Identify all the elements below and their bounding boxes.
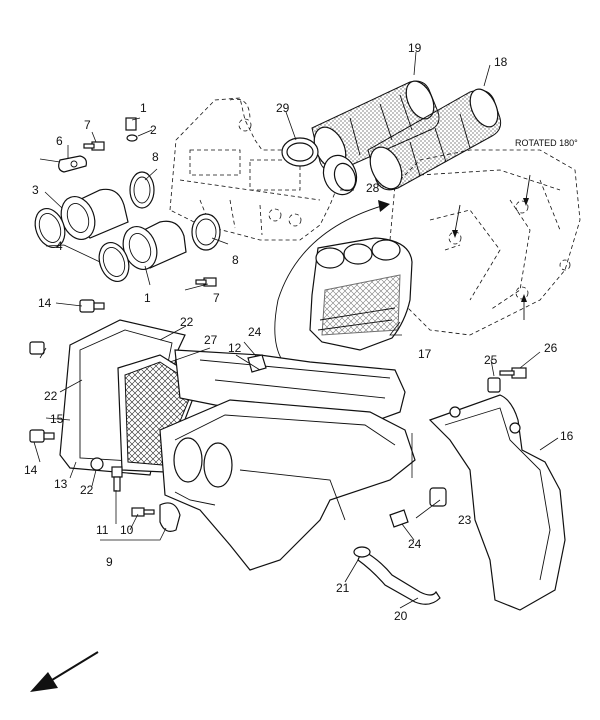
callout-2: 3 xyxy=(32,183,39,197)
callout-24-lower: 24 xyxy=(408,537,422,551)
clamp-29 xyxy=(281,137,319,167)
rotated-note: ROTATED 180° xyxy=(515,138,578,148)
callout-17: 17 xyxy=(418,347,432,361)
callout-8-lower: 8 xyxy=(232,253,239,267)
callout-12: 12 xyxy=(228,341,242,355)
bolt-11 xyxy=(111,466,123,492)
callout-9: 9 xyxy=(106,555,113,569)
bolt-10 xyxy=(131,507,155,517)
washer-5 xyxy=(126,134,138,142)
callout-14-lower: 14 xyxy=(24,463,38,477)
callout-13: 13 xyxy=(54,477,68,491)
callout-4: 1 xyxy=(140,101,147,115)
callout-19: 19 xyxy=(408,41,422,55)
callout-8-upper: 8 xyxy=(152,150,159,164)
bolt-26 xyxy=(499,367,527,379)
grommet-24-lower xyxy=(389,509,409,528)
callout-16: 16 xyxy=(560,429,574,443)
callout-28: 28 xyxy=(366,181,380,195)
o-ring-22-lower xyxy=(90,457,104,471)
cap-4 xyxy=(125,117,137,131)
o-ring-3-upper xyxy=(34,208,66,248)
callout-5: 2 xyxy=(150,123,157,137)
callout-24-upper: 24 xyxy=(248,325,262,339)
grommet-24-upper xyxy=(247,354,267,373)
callout-18: 18 xyxy=(494,55,508,69)
connector-arrow-28 xyxy=(274,200,390,361)
callout-21: 21 xyxy=(336,581,350,595)
frame-arrows xyxy=(452,174,531,320)
callout-27: 27 xyxy=(204,333,218,347)
bracket-6 xyxy=(58,155,87,173)
engine-outline xyxy=(169,97,341,241)
bolt-7-lower xyxy=(195,277,217,287)
callout-7-lower: 7 xyxy=(213,291,220,305)
hose-20 xyxy=(357,549,441,605)
callout-3: 4 xyxy=(56,239,63,253)
grommet-22-left xyxy=(29,341,45,355)
callout-10: 10 xyxy=(120,523,134,537)
callout-23: 23 xyxy=(458,513,472,527)
orientation-arrow-icon xyxy=(30,651,99,692)
cover-16 xyxy=(428,394,566,611)
clamp-28-pair xyxy=(322,154,358,196)
callout-25: 25 xyxy=(484,353,498,367)
callout-14-upper: 14 xyxy=(38,296,52,310)
callout-29: 29 xyxy=(276,101,290,115)
frame-outline xyxy=(389,149,581,336)
airbox-body xyxy=(159,349,416,571)
callout-6: 6 xyxy=(56,134,63,148)
bolt-14-upper xyxy=(79,299,105,313)
callout-22-lower: 22 xyxy=(80,483,94,497)
grommet-23 xyxy=(429,487,447,507)
clip-21 xyxy=(353,546,371,558)
intake-duct-18 xyxy=(367,88,502,191)
callout-11: 11 xyxy=(96,523,109,537)
o-ring-3-lower xyxy=(98,242,130,282)
callout-1: 1 xyxy=(144,291,151,305)
callout-7-upper: 7 xyxy=(84,118,91,132)
bolt-14-lower xyxy=(29,429,55,443)
collar-25 xyxy=(487,377,501,393)
clamp-8-upper xyxy=(129,171,155,209)
leader-lines xyxy=(33,51,559,609)
bolt-7-upper xyxy=(83,141,105,151)
joint-2 xyxy=(60,188,129,240)
callout-20: 20 xyxy=(394,609,408,623)
callout-15: 15 xyxy=(50,412,64,426)
callout-26: 26 xyxy=(544,341,558,355)
manifold-17 xyxy=(309,237,413,351)
callout-22-upper: 22 xyxy=(180,315,194,329)
clamp-8-lower xyxy=(191,213,221,251)
callout-22-left: 22 xyxy=(44,389,58,403)
callouts: 1 2 7 6 8 3 4 8 1 7 29 19 18 28 17 14 22… xyxy=(24,41,574,623)
joint-1 xyxy=(122,220,187,270)
